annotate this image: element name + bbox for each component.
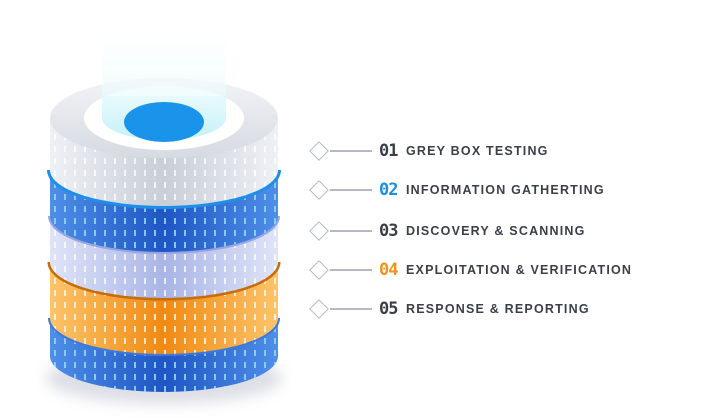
diamond-marker-icon [309,180,329,200]
diamond-marker-icon [309,141,329,161]
step-number: 03 [379,221,399,241]
connector-line [330,230,372,232]
step-item-02: 02 INFORMATION GATHERTING [309,178,640,202]
step-label: RESPONSE & REPORTING [406,302,590,316]
step-item-01: 01 GREY BOX TESTING [309,139,640,163]
step-item-05: 05 RESPONSE & REPORTING [309,297,640,321]
step-item-03: 03 DISCOVERY & SCANNING [309,219,640,243]
connector-line [330,150,372,152]
connector-line [330,189,372,191]
diamond-marker-icon [309,260,329,280]
step-number: 01 [379,141,399,161]
step-label: GREY BOX TESTING [406,144,549,158]
step-number: 04 [379,260,399,280]
step-number: 02 [379,180,399,200]
diamond-marker-icon [309,299,329,319]
step-label: DISCOVERY & SCANNING [406,224,586,238]
step-label: INFORMATION GATHERTING [406,183,605,197]
connector-line [330,269,372,271]
step-number: 05 [379,299,399,319]
step-item-04: 04 EXPLOITATION & VERIFICATION [309,258,640,282]
step-label: EXPLOITATION & VERIFICATION [406,263,633,277]
connector-line [330,308,372,310]
diamond-marker-icon [309,221,329,241]
core-disc [124,102,204,142]
